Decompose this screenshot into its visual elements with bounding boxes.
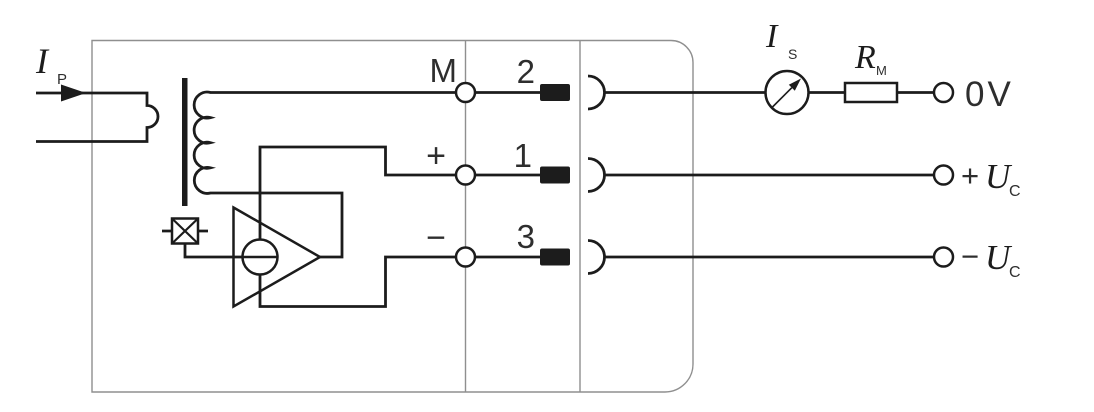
terminal-minus-circle (454, 246, 477, 268)
pin-2-contact (540, 84, 570, 101)
pin-3-label: 3 (517, 218, 535, 255)
pin-1-label: 1 (514, 137, 532, 174)
terminal-0v-circle (932, 81, 955, 104)
measuring-resistor-subscript: M (876, 63, 887, 78)
rail-pos-subscript: C (1009, 183, 1021, 200)
terminal-to-pin-wires (475, 91, 540, 259)
primary-current-label: I (35, 41, 50, 81)
terminal-plus-circle (454, 164, 477, 186)
components-group (170, 69, 955, 309)
pin-3-contact (540, 248, 570, 266)
connector-socket-1 (587, 157, 606, 193)
pin-1-contact (540, 166, 570, 184)
positive-supply-wire (258, 145, 456, 240)
terminal-minus-label: − (426, 219, 446, 257)
ammeter-needle-arrowhead (788, 78, 801, 91)
measuring-resistor-label: R (854, 39, 876, 76)
solid-shapes-group (61, 78, 570, 266)
terminal-m-circle (454, 81, 477, 104)
amplifier-triangle (232, 205, 323, 309)
connector-socket-3 (587, 239, 606, 275)
terminal-pos-uc-circle (932, 164, 955, 186)
measuring-resistor-icon (843, 81, 899, 104)
rail-pos-label: U (985, 157, 1013, 196)
ammeter-needle (771, 87, 793, 108)
terminal-neg-uc-circle (932, 246, 955, 268)
terminal-plus-label: + (426, 137, 446, 175)
secondary-winding-wire (192, 90, 456, 259)
terminal-m-label: M (430, 52, 458, 89)
hall-element-cross (171, 217, 199, 245)
rail-neg-label: U (985, 238, 1013, 277)
hall-element-leads (162, 229, 243, 259)
case-outline (91, 39, 694, 393)
secondary-current-label: I (765, 18, 779, 55)
secondary-current-subscript: S (788, 46, 797, 62)
rail-0v-label: 0V (965, 75, 1014, 114)
labels-group: I P M + − 2 1 3 I S R M 0V + U C − U C (35, 18, 1021, 281)
rail-neg-subscript: C (1009, 264, 1021, 281)
wiring-group (36, 74, 934, 308)
connector-socket-2 (587, 74, 606, 111)
negative-supply-wire (258, 255, 456, 308)
rail-neg-sign: − (961, 239, 979, 274)
primary-current-arrow-icon (61, 84, 86, 102)
magnetic-core-bar (182, 78, 188, 206)
pin-2-label: 2 (517, 53, 535, 90)
primary-current-subscript: P (57, 71, 67, 88)
rail-pos-sign: + (961, 158, 979, 193)
primary-winding-wire (36, 91, 160, 143)
